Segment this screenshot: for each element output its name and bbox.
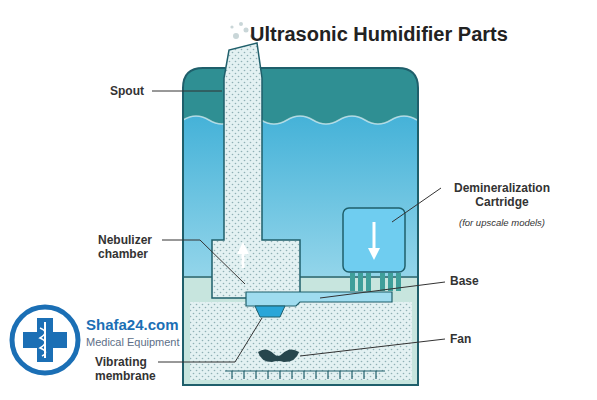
cartridge [343,208,405,272]
base-plate [246,292,392,306]
spout-column [212,43,300,298]
flow-arrow [373,222,376,254]
mist-arrow [242,248,245,268]
diagram-title: Ultrasonic Humidifier Parts [250,22,508,46]
part-label: Base [450,274,479,288]
part-label: Spout [110,84,144,98]
watermark-logo [12,307,78,373]
part-note: (for upscale models) [446,217,558,228]
housing-fill [180,60,425,388]
fan-shape [258,349,299,362]
part-label: Nebulizer chamber [98,233,172,262]
leader-lines [152,91,445,362]
watermark: Medical Equipment [86,336,180,349]
membrane [255,306,285,317]
part-label: Demineralization Cartridge [446,181,558,210]
watermark: Shafa24.com [86,316,179,334]
floor-grid [225,371,385,379]
part-label: Fan [450,332,471,346]
housing-outline [183,68,418,385]
part-label: Vibrating membrane [95,355,167,384]
